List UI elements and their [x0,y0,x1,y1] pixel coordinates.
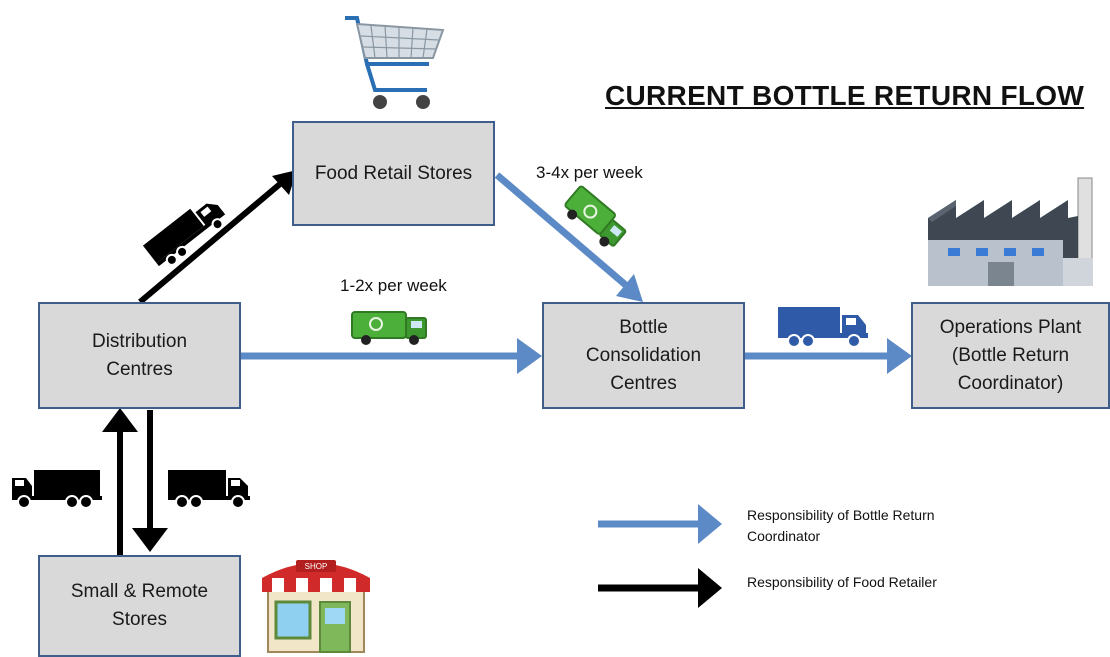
frequency-label-distribution-to-consolidation: 1-2x per week [340,276,447,295]
semi-truck-icon [142,203,226,267]
frequency-label-food-to-consolidation: 3-4x per week [536,163,643,182]
shopping-cart-icon [345,16,445,109]
arrow-distribution-to-food-retail [138,170,297,305]
arrow-consolidation-to-operations [744,338,912,374]
arrow-food-retail-to-consolidation [494,172,643,302]
node-bottle-consolidation-centres: Bottle Consolidation Centres [542,302,745,409]
legend-black-label: Responsibility of Food Retailer [747,574,937,590]
semi-truck-icon [12,470,102,509]
arrow-distribution-to-small [132,410,168,552]
legend-blue-arrow [598,504,722,544]
recycling-truck-icon [351,311,427,345]
factory-icon [928,177,1093,286]
node-operations-plant: Operations Plant (Bottle Return Coordina… [911,302,1110,409]
node-small-remote-stores: Small & Remote Stores [38,555,241,657]
diagram-title: CURRENT BOTTLE RETURN FLOW [605,80,1085,111]
arrow-small-to-distribution [102,408,138,555]
shop-icon: SHOP [262,560,370,653]
delivery-truck-icon [778,307,868,348]
node-distribution-centres: Distribution Centres [38,302,241,409]
semi-truck-icon [168,470,250,509]
svg-text:SHOP: SHOP [305,562,328,571]
recycling-truck-icon [564,185,627,247]
node-food-retail-stores: Food Retail Stores [292,121,495,226]
legend-black-arrow [598,568,722,608]
arrow-distribution-to-consolidation [240,338,542,374]
legend-blue-label: Responsibility of Bottle Return Coordina… [747,507,935,544]
